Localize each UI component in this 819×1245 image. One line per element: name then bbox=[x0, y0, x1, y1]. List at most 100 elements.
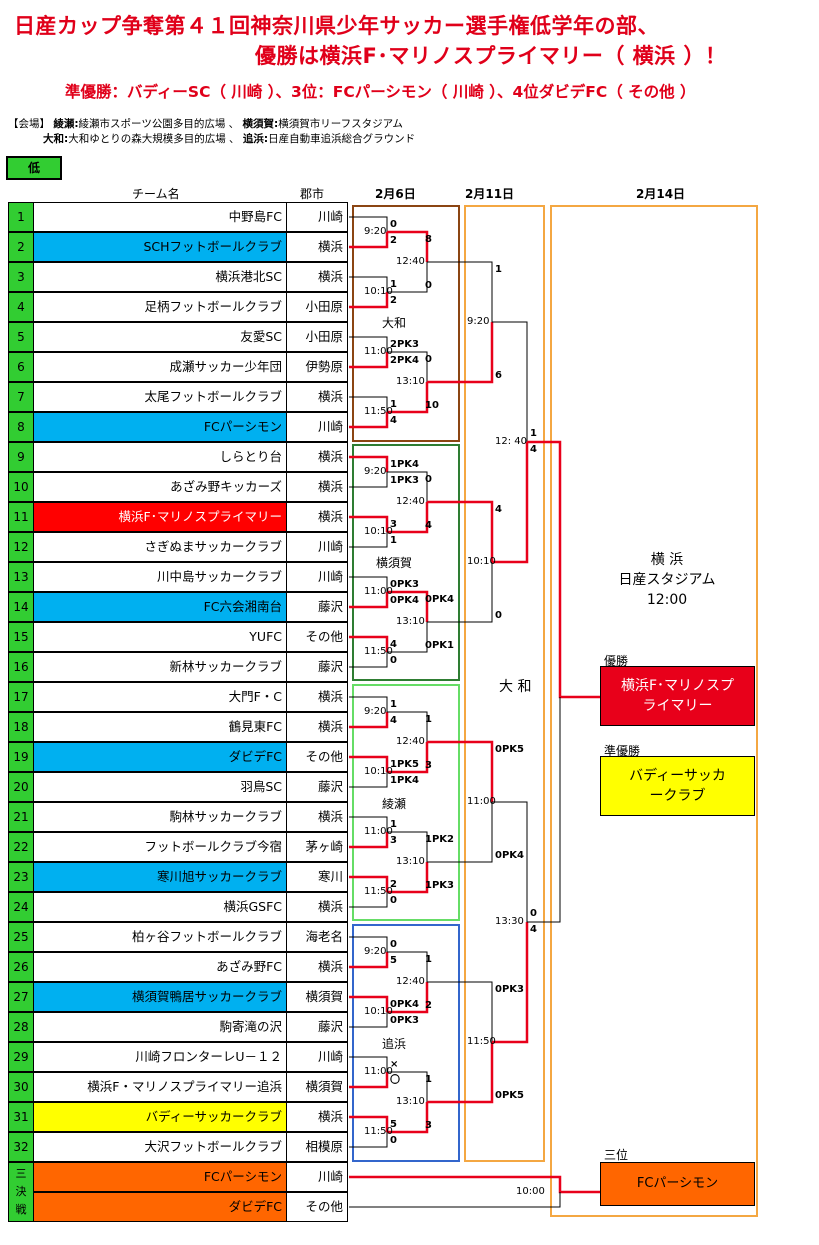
team-number: 17 bbox=[8, 682, 34, 712]
match-score: 0 bbox=[390, 1135, 397, 1146]
venue-group-label: 大和 bbox=[382, 316, 407, 330]
team-city: 伊勢原 bbox=[287, 352, 348, 382]
match-score: 〇 bbox=[390, 1075, 400, 1086]
bracket-line bbox=[427, 981, 493, 1042]
bracket-line bbox=[387, 711, 428, 742]
venue-frame-yamato bbox=[352, 205, 460, 442]
team-number: 6 bbox=[8, 352, 34, 382]
match-time: 13:10 bbox=[396, 616, 425, 627]
match-time: 12:40 bbox=[396, 496, 425, 507]
match-score: 0PK5 bbox=[495, 744, 524, 755]
team-name: 太尾フットボールクラブ bbox=[34, 382, 287, 412]
team-city: 横須賀 bbox=[287, 1072, 348, 1102]
bracket-line bbox=[349, 472, 388, 488]
bracket-line bbox=[349, 772, 388, 788]
venue-group-label: 横須賀 bbox=[376, 556, 413, 570]
third-box: FCパーシモン bbox=[600, 1162, 755, 1206]
third-place-table: 三 決 戦 FCパーシモン 川崎 ダビデFC その他 bbox=[8, 1162, 348, 1222]
bracket-line bbox=[349, 635, 389, 652]
bracket-line bbox=[387, 471, 428, 502]
team-number: 9 bbox=[8, 442, 34, 472]
team-name: 成瀬サッカー少年団 bbox=[34, 352, 287, 382]
venue-label: 【会場】 bbox=[8, 118, 50, 130]
bracket-line bbox=[492, 801, 528, 922]
third-place-label-char: 戦 bbox=[15, 1203, 27, 1216]
team-number: 15 bbox=[8, 622, 34, 652]
team-name: ダビデFC bbox=[34, 742, 287, 772]
team-city: 川崎 bbox=[287, 202, 348, 232]
bracket-line bbox=[492, 922, 529, 1044]
team-city: 横浜 bbox=[287, 712, 348, 742]
match-time: 11:00 bbox=[467, 796, 496, 807]
match-score: 1 bbox=[390, 699, 397, 710]
venue-frame-ayase bbox=[352, 684, 460, 921]
match-score: 3 bbox=[425, 760, 432, 771]
bracket-line bbox=[349, 276, 388, 292]
bracket-line bbox=[427, 322, 494, 384]
team-city: 小田原 bbox=[287, 322, 348, 352]
final-venue: 横 浜 日産スタジアム 12:00 bbox=[612, 550, 722, 610]
team-city: 藤沢 bbox=[287, 1012, 348, 1042]
bracket-line bbox=[427, 802, 493, 863]
match-score: 0 bbox=[425, 474, 432, 485]
match-score: 3 bbox=[425, 1120, 432, 1131]
team-number: 29 bbox=[8, 1042, 34, 1072]
team-number: 18 bbox=[8, 712, 34, 742]
team-number: 11 bbox=[8, 502, 34, 532]
title-line-1: 日産カップ争奪第４１回神奈川県少年サッカー選手権低学年の部、 bbox=[14, 14, 659, 38]
third-label: 三位 bbox=[604, 1148, 629, 1162]
venue-name: 大和ゆとりの森大規模多目的広場 、 bbox=[68, 133, 240, 145]
team-city: 横浜 bbox=[287, 892, 348, 922]
match-score: 8 bbox=[425, 234, 432, 245]
match-time: 10:10 bbox=[364, 1006, 393, 1017]
venue-place: 大和: bbox=[43, 133, 69, 145]
bracket-line bbox=[349, 396, 388, 412]
bracket-line bbox=[349, 755, 389, 772]
team-city: 川崎 bbox=[287, 412, 348, 442]
match-score: 0PK3 bbox=[390, 579, 419, 590]
match-time: 9:20 bbox=[364, 946, 387, 957]
match-score: 4 bbox=[390, 415, 397, 426]
match-time: 9:20 bbox=[364, 466, 387, 477]
team-name: YUFC bbox=[34, 622, 287, 652]
match-score: 0PK4 bbox=[390, 999, 419, 1010]
team-number: 7 bbox=[8, 382, 34, 412]
match-score: 1 bbox=[425, 714, 432, 725]
match-time: 11:00 bbox=[364, 586, 393, 597]
venue-line-2: 大和:大和ゆとりの森大規模多目的広場 、 追浜:日産自動車追浜総合グラウンド bbox=[43, 131, 415, 146]
bracket-line bbox=[387, 951, 428, 982]
match-time: 10:10 bbox=[467, 556, 496, 567]
team-city: その他 bbox=[287, 622, 348, 652]
venue-name: 日産自動車追浜総合グラウンド bbox=[268, 133, 416, 145]
team-name: あざみ野キッカーズ bbox=[34, 472, 287, 502]
team-number: 25 bbox=[8, 922, 34, 952]
match-time: 12: 40 bbox=[495, 436, 527, 447]
header-city: 郡市 bbox=[300, 187, 325, 201]
match-score: 6 bbox=[495, 370, 502, 381]
team-city: 茅ヶ崎 bbox=[287, 832, 348, 862]
bracket-line bbox=[387, 262, 428, 293]
match-score: 0PK3 bbox=[390, 1015, 419, 1026]
match-score: 1 bbox=[425, 954, 432, 965]
venue-place: 綾瀬: bbox=[53, 118, 79, 130]
bracket-line bbox=[387, 982, 429, 1014]
match-score: 0PK5 bbox=[495, 1090, 524, 1101]
bracket-line bbox=[427, 500, 494, 562]
bracket-line bbox=[492, 442, 529, 564]
match-score: 0 bbox=[390, 655, 397, 666]
bracket-line bbox=[349, 832, 389, 849]
bracket-line bbox=[349, 216, 388, 232]
team-number: 13 bbox=[8, 562, 34, 592]
